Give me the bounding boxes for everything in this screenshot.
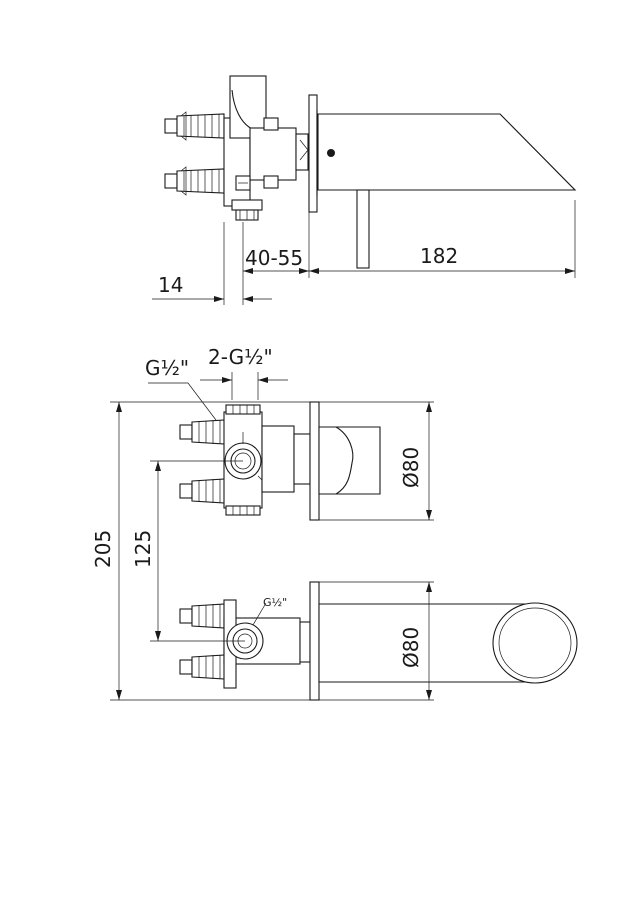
thread-label-single: G½" (145, 356, 189, 380)
dim-40-55: 40-55 (243, 246, 309, 274)
spout-front (318, 602, 578, 684)
wall-plate-upper (309, 401, 320, 521)
spout-side (317, 113, 577, 191)
dim-handle-diameter-label: Ø80 (399, 447, 423, 488)
thread-label-small: G½" (263, 596, 287, 609)
wall-plate-top (308, 94, 318, 213)
dim-205: 205 (91, 401, 310, 701)
dim-handle-diameter: Ø80 (319, 401, 434, 521)
inlet-fitting-upper (164, 111, 225, 141)
thread-label-double: 2-G½" (208, 345, 273, 369)
thread-label-group: G½" 2-G½" (145, 345, 288, 429)
front-view: G½" 2-G½" (91, 345, 578, 701)
dim-182-label: 182 (420, 244, 458, 268)
wall-plate-lower (309, 581, 320, 701)
dim-205-label: 205 (91, 530, 115, 568)
dim-spout-diameter-label: Ø80 (399, 627, 423, 668)
dim-14: 14 (152, 273, 272, 302)
dim-182: 182 (309, 244, 575, 274)
dim-14-label: 14 (158, 273, 183, 297)
mixer-unit-upper (179, 404, 311, 516)
handle-unit (318, 426, 381, 495)
top-view: 14 40-55 182 (152, 75, 577, 305)
dim-125: 125 (131, 460, 245, 642)
dim-40-55-label: 40-55 (245, 246, 303, 270)
dim-125-label: 125 (131, 530, 155, 568)
dim-spout-diameter: Ø80 (319, 581, 434, 701)
mixer-unit-lower: G½" (179, 596, 311, 689)
inlet-fitting-lower (164, 166, 225, 196)
valve-body-top (223, 75, 309, 221)
lever-handle (356, 189, 370, 269)
